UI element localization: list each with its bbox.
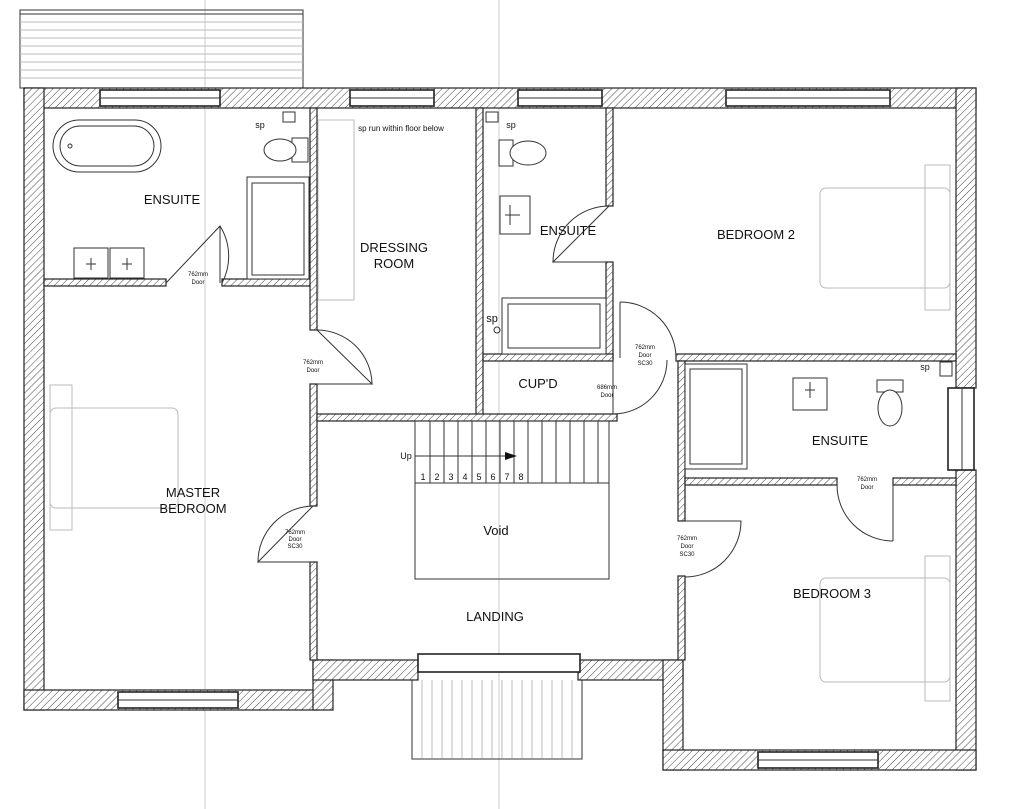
outer-walls [23, 87, 977, 771]
room-label-landing: LANDING [466, 609, 524, 624]
door-type-label: Door [288, 537, 301, 543]
door-type-label: Door [860, 485, 873, 491]
stair-step-number: 2 [434, 472, 439, 482]
stair-step-number: 3 [448, 472, 453, 482]
ensuite2-fixtures [485, 111, 607, 355]
door-rating-label: SC30 [287, 544, 303, 550]
ensuite3-fixtures [684, 361, 953, 470]
door-size-label: 762mm [677, 536, 697, 542]
stair-step-number: 5 [476, 472, 481, 482]
door-size-label: 762mm [635, 345, 655, 351]
dressing-shelf [317, 119, 355, 301]
room-label-cupboard: CUP'D [518, 376, 557, 391]
door-size-label: 686mm [597, 385, 617, 391]
room-label-bedroom-3: BEDROOM 3 [793, 586, 871, 601]
door-size-label: 762mm [188, 272, 208, 278]
stair-step-number: 6 [490, 472, 495, 482]
door-type-label: Door [600, 393, 613, 399]
door-swings [165, 205, 894, 578]
stair-step-number: 4 [462, 472, 467, 482]
door-type-label: Door [191, 280, 204, 286]
staircase [414, 420, 610, 484]
door-type-label: Door [680, 544, 693, 550]
porch-canopy [411, 671, 583, 760]
door-type-label: Door [638, 353, 651, 359]
stair-step-number: 8 [518, 472, 523, 482]
stair-numbers: 1 2 3 4 5 6 7 8 [420, 472, 523, 482]
door-type-label: Door [306, 368, 319, 374]
door-size-label: 762mm [303, 360, 323, 366]
bed-bedroom-2 [819, 164, 951, 311]
room-label-ensuite-3: ENSUITE [812, 433, 869, 448]
door-size-label: 762mm [285, 530, 305, 536]
bed-master [49, 384, 179, 531]
door-rating-label: SC30 [637, 361, 653, 367]
room-label-bedroom-2: BEDROOM 2 [717, 227, 795, 242]
internal-walls [43, 107, 957, 661]
stair-up-label: Up [400, 451, 412, 461]
toilet-master-ensuite [263, 111, 309, 163]
door-annotations: 762mm Door 762mm Door 762mm Door SC30 76… [188, 272, 877, 558]
note-sp-ensuite2: sp [506, 120, 516, 130]
note-sp-shower: sp [486, 313, 498, 325]
windows [99, 89, 975, 769]
door-size-label: 762mm [857, 477, 877, 483]
door-rating-label: SC30 [679, 552, 695, 558]
room-label-void: Void [483, 523, 508, 538]
bed-bedroom-3 [819, 555, 951, 702]
shower-master [246, 176, 310, 280]
stair-step-number: 1 [420, 472, 425, 482]
double-basin [73, 247, 145, 279]
room-label-master-1: MASTER [166, 485, 220, 500]
bath-master-ensuite [52, 119, 162, 173]
void-area [414, 482, 610, 580]
note-sp-run: sp run within floor below [358, 124, 444, 133]
roof-canopy-top [19, 9, 304, 89]
room-label-dressing-2: ROOM [374, 256, 414, 271]
room-label-ensuite-2: ENSUITE [540, 223, 597, 238]
stair-step-number: 7 [504, 472, 509, 482]
room-label-master-ensuite: ENSUITE [144, 192, 201, 207]
note-sp-master: sp [255, 120, 265, 130]
note-sp-ensuite3: sp [920, 362, 930, 372]
room-label-dressing-1: DRESSING [360, 240, 428, 255]
room-label-master-2: BEDROOM [159, 501, 226, 516]
